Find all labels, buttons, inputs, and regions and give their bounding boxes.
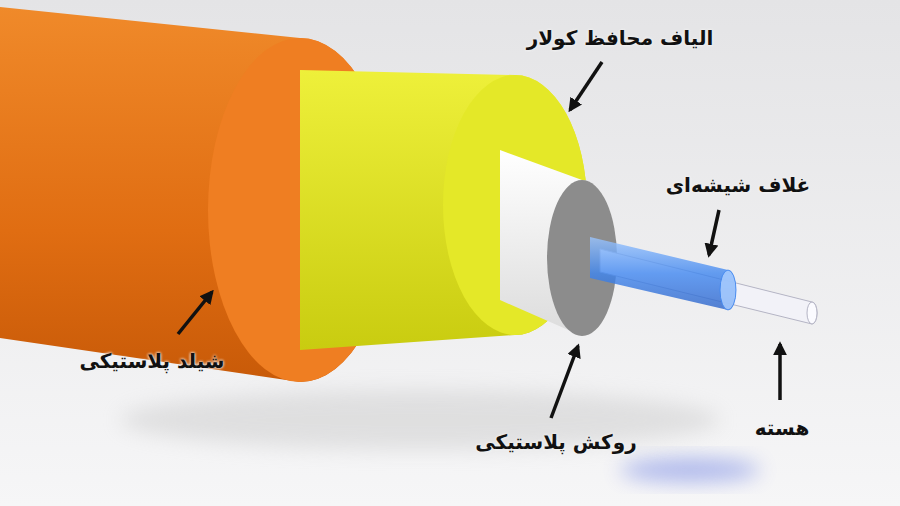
part-label: روکش پلاستیکی bbox=[475, 430, 636, 454]
leader-arrow bbox=[709, 210, 719, 255]
cladding-face bbox=[720, 270, 736, 310]
part-label: غلاف شیشه‌ای bbox=[666, 173, 811, 197]
leader-arrow bbox=[778, 344, 782, 400]
part-label: الیاف محافظ کولار bbox=[527, 26, 714, 50]
core-face bbox=[807, 302, 817, 324]
leader-arrow bbox=[551, 346, 578, 418]
leader-arrow bbox=[570, 62, 602, 110]
light-glow bbox=[620, 458, 760, 482]
leader-arrow bbox=[178, 292, 212, 334]
part-label: شیلد پلاستیکی bbox=[79, 349, 224, 373]
glass-cladding bbox=[590, 237, 736, 310]
part-label: هسته bbox=[755, 416, 810, 440]
